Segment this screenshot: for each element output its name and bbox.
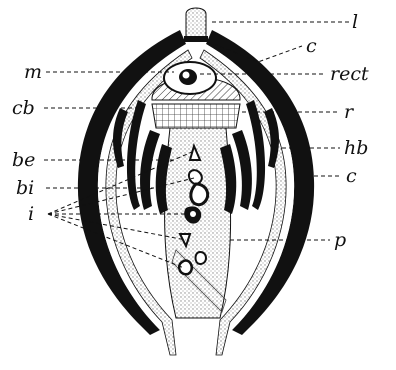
- label-rect: rect: [330, 63, 369, 85]
- label-cb: cb: [12, 97, 35, 119]
- label-c-top: c: [306, 35, 317, 57]
- rectum-lumen-spot: [183, 72, 190, 79]
- content-4-hole: [190, 211, 196, 217]
- content-7: [179, 261, 192, 275]
- label-bi: bi: [16, 177, 34, 199]
- content-3: [191, 184, 208, 205]
- content-2: [189, 170, 202, 184]
- apical-cap: [184, 36, 208, 42]
- content-6: [196, 252, 207, 264]
- label-hb: hb: [344, 137, 368, 159]
- label-r: r: [344, 101, 355, 123]
- label-i: i: [28, 203, 34, 225]
- central-block: [152, 104, 240, 128]
- label-l: l: [352, 11, 358, 33]
- label-p: p: [334, 229, 346, 251]
- apical-projection: [186, 8, 206, 40]
- label-be: be: [12, 149, 35, 171]
- label-c-right: c: [346, 165, 357, 187]
- label-m: m: [24, 61, 42, 83]
